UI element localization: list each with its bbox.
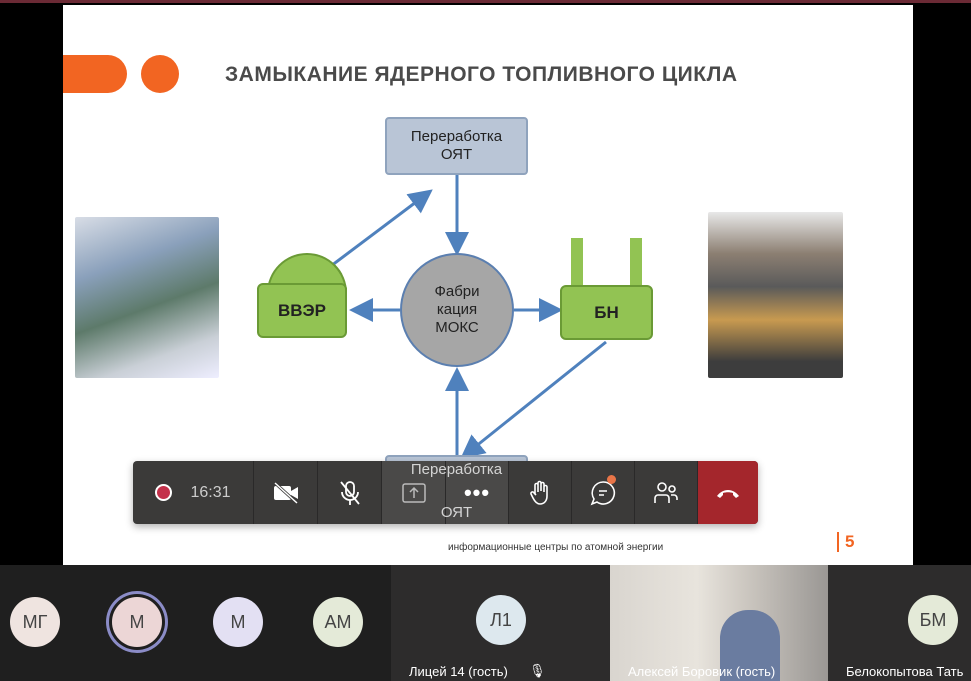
box-line: Фабри bbox=[434, 283, 480, 300]
participants-button[interactable] bbox=[634, 461, 697, 524]
participant-tile[interactable]: Л1 Лицей 14 (гость) 🎙︎ bbox=[391, 565, 610, 681]
slide-title: ЗАМЫКАНИЕ ЯДЕРНОГО ТОПЛИВНОГО ЦИКЛА bbox=[225, 63, 738, 86]
bn-chimney-right bbox=[630, 238, 642, 288]
slide-footer: информационные центры по атомной энергии bbox=[448, 542, 664, 553]
mic-toggle-button[interactable] bbox=[317, 461, 381, 524]
participant-avatar[interactable]: АМ bbox=[313, 597, 363, 647]
participant-avatar-speaking[interactable]: М bbox=[112, 597, 162, 647]
participant-avatar: БМ bbox=[908, 595, 958, 645]
more-icon: ••• bbox=[463, 479, 491, 505]
meeting-timer: 16:31 bbox=[190, 483, 231, 501]
hang-up-button[interactable] bbox=[697, 461, 758, 524]
participants-icon bbox=[654, 481, 678, 503]
box-line: МОКС bbox=[435, 319, 479, 336]
mic-muted-icon: 🎙︎ bbox=[529, 663, 546, 678]
participant-name: Лицей 14 (гость) bbox=[409, 664, 508, 679]
mic-off-icon bbox=[339, 480, 360, 505]
box-line: кация bbox=[436, 301, 478, 318]
participant-avatar[interactable]: М bbox=[213, 597, 263, 647]
hang-up-icon bbox=[717, 489, 739, 498]
recording-timer: 16:31 bbox=[133, 461, 253, 524]
share-screen-button[interactable] bbox=[381, 461, 445, 524]
participant-video-tile[interactable]: Алексей Боровик (гость) bbox=[610, 565, 828, 681]
camera-off-icon bbox=[273, 481, 298, 504]
arrow-bn-to-oyat2 bbox=[460, 340, 607, 459]
participant-avatar[interactable]: МГ bbox=[10, 597, 60, 647]
box-line: Переработка bbox=[410, 128, 503, 145]
slide-page-number: 5 bbox=[837, 532, 854, 552]
meeting-controls-toolbar: 16:31 ••• bbox=[133, 461, 758, 524]
participant-name: Белокопытова Тать bbox=[846, 664, 964, 679]
speaker-video bbox=[720, 610, 780, 681]
box-bn: БН bbox=[560, 285, 653, 340]
participant-tile[interactable]: БМ Белокопытова Тать bbox=[828, 565, 971, 681]
recording-icon bbox=[155, 484, 173, 501]
bn-chimney-left bbox=[571, 238, 583, 288]
orange-pill-decoration bbox=[63, 55, 127, 93]
more-options-button[interactable]: ••• bbox=[445, 461, 508, 524]
camera-toggle-button[interactable] bbox=[253, 461, 317, 524]
participants-strip: МГ М М АМ Л1 Лицей 14 (гость) 🎙︎ Алексей… bbox=[0, 565, 971, 681]
chat-button[interactable] bbox=[571, 461, 634, 524]
chat-notification-dot bbox=[607, 475, 616, 484]
raise-hand-button[interactable] bbox=[508, 461, 571, 524]
window-top-border bbox=[0, 0, 971, 3]
raise-hand-icon bbox=[530, 480, 548, 505]
vver-plant-image bbox=[75, 217, 219, 378]
participant-name: Алексей Боровик (гость) bbox=[628, 664, 776, 679]
box-line: ОЯТ bbox=[440, 146, 473, 163]
share-screen-icon bbox=[401, 482, 426, 503]
participant-avatar: Л1 bbox=[476, 595, 526, 645]
orange-circle-decoration bbox=[141, 55, 179, 93]
box-vver: ВВЭР bbox=[257, 283, 347, 338]
bn-reactor-image bbox=[708, 212, 843, 378]
chat-icon bbox=[590, 480, 616, 505]
